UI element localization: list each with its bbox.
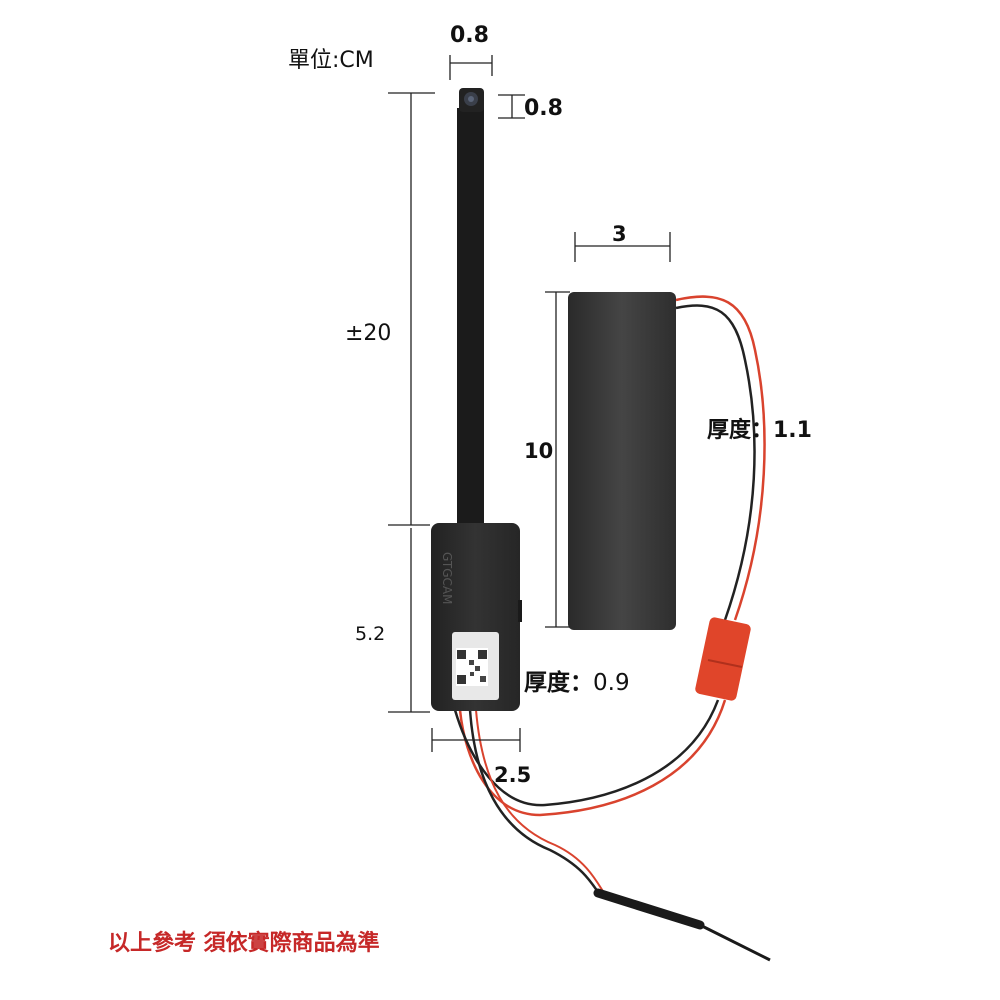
battery-width-label: 3	[612, 222, 627, 246]
dimension-lines	[388, 55, 671, 752]
unit-label: 單位:CM	[288, 48, 374, 73]
module-brand: GTGCAM	[440, 552, 454, 604]
module-thickness-label: 厚度：0.9	[524, 669, 630, 696]
lens-width-label: 0.8	[450, 23, 489, 48]
ribbon-length-label: ±20	[345, 321, 391, 346]
lens-height-label: 0.8	[524, 96, 563, 121]
antenna	[593, 888, 771, 962]
module-width-label: 2.5	[494, 763, 531, 787]
wires	[453, 295, 766, 896]
module-thickness-value: 0.9	[593, 670, 630, 696]
battery-pack	[568, 292, 676, 630]
qr-sticker	[452, 632, 499, 700]
ribbon-cable	[457, 108, 484, 528]
module-thickness-caption: 厚度：	[524, 669, 593, 696]
disclaimer-text: 以上參考 須依實際商品為準	[108, 930, 380, 956]
module-height-label: 5.2	[355, 623, 385, 645]
camera-lens	[459, 88, 484, 112]
battery-thickness-label: 厚度：1.1	[707, 417, 812, 443]
wire-connector	[695, 617, 751, 701]
battery-height-label: 10	[524, 439, 553, 463]
